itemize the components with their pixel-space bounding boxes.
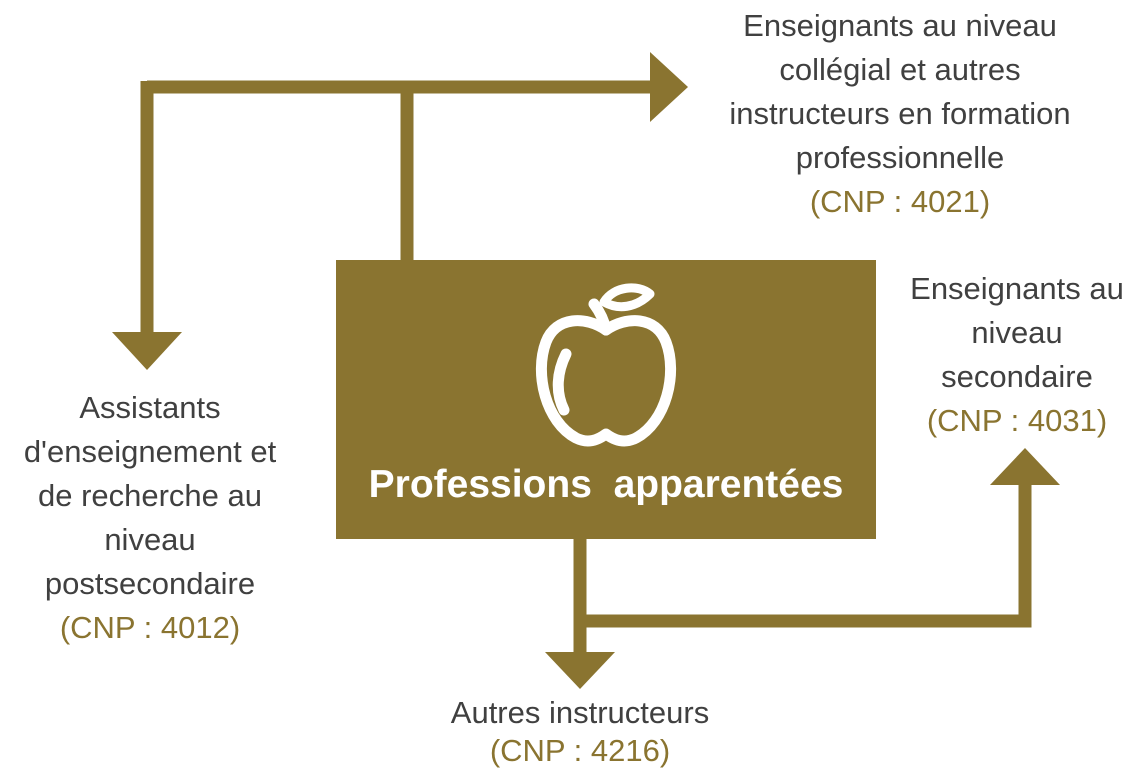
node-line: Assistants	[79, 390, 221, 425]
apple-icon	[535, 283, 677, 447]
arrow-line-right	[580, 482, 1032, 628]
node-line: postsecondaire	[44, 566, 256, 601]
node-line: secondaire	[941, 359, 1093, 394]
node-code: (CNP : 4012)	[59, 610, 241, 645]
node-line: Enseignants au niveau	[743, 8, 1057, 43]
node-line: niveau	[104, 522, 196, 557]
arrowhead-bottom	[545, 652, 615, 689]
node-college-instructors: Enseignants au niveau collégial et autre…	[690, 4, 1110, 224]
node-teaching-assistants: Assistants d'enseignement et de recherch…	[20, 386, 280, 650]
node-other-instructors: Autres instructeurs (CNP : 4216)	[420, 694, 740, 770]
center-title: Professions apparentées	[368, 463, 844, 506]
node-line: de recherche au	[37, 478, 263, 513]
node-line: Enseignants au	[910, 271, 1124, 306]
node-line: Autres instructeurs	[450, 695, 710, 730]
node-line: d'enseignement et	[23, 434, 277, 469]
node-line: niveau	[971, 315, 1063, 350]
node-line: instructeurs en formation	[729, 96, 1071, 131]
node-line: professionnelle	[795, 140, 1005, 175]
node-secondary-teachers: Enseignants au niveau secondaire (CNP : …	[902, 267, 1132, 443]
arrowhead-right	[990, 448, 1060, 485]
node-code: (CNP : 4031)	[926, 403, 1108, 438]
arrowhead-top-right	[650, 52, 688, 122]
node-code: (CNP : 4216)	[489, 733, 671, 768]
center-node: Professions apparentées	[336, 260, 876, 539]
arrowhead-left	[112, 332, 182, 370]
node-line: collégial et autres	[779, 52, 1021, 87]
node-code: (CNP : 4021)	[809, 184, 991, 219]
